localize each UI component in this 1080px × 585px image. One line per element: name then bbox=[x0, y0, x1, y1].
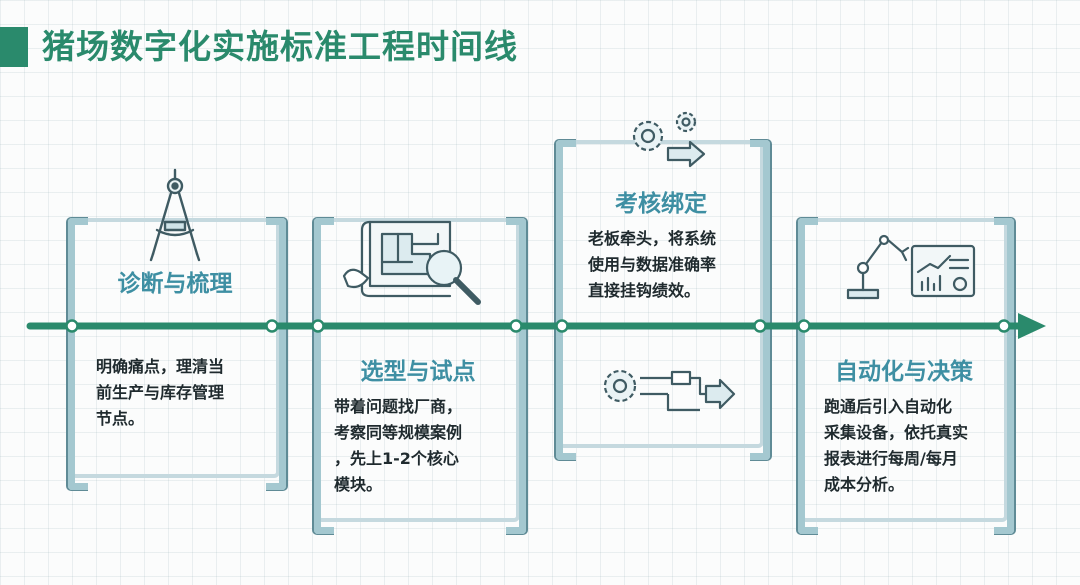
title-accent-bar bbox=[0, 27, 28, 67]
stage-4-description-line: 跑通后引入自动化 bbox=[824, 397, 953, 416]
gear-flow-icon bbox=[603, 369, 736, 412]
stage-4-description-line: 成本分析。 bbox=[824, 475, 905, 494]
page-title: 猪场数字化实施标准工程时间线 bbox=[42, 27, 518, 66]
stage-4-bracket-left bbox=[798, 218, 818, 534]
stage-4-description: 跑通后引入自动化 采集设备，依托真实 报表进行每周/每月 成本分析。 bbox=[824, 394, 968, 498]
stage-4-title: 自动化与决策 bbox=[835, 359, 973, 385]
stage-3-description-line: 老板牵头，将系统 bbox=[588, 229, 717, 248]
stage-2-description-line: 模块。 bbox=[334, 475, 383, 494]
timeline-node bbox=[509, 319, 523, 333]
stage-2-description-line: 带着问题找厂商， bbox=[334, 397, 463, 416]
robot-arm-dashboard-icon bbox=[846, 234, 976, 300]
stage-1-bracket-right bbox=[266, 218, 286, 490]
stage-1-description-line: 明确痛点，理清当 bbox=[96, 357, 225, 376]
stage-2-title: 选型与试点 bbox=[360, 359, 476, 385]
stage-3-bracket-right bbox=[750, 140, 770, 460]
timeline-node bbox=[65, 319, 79, 333]
stage-3-description: 老板牵头，将系统 使用与数据准确率 直接挂钩绩效。 bbox=[588, 226, 716, 304]
timeline-node bbox=[797, 319, 811, 333]
stage-4-description-line: 报表进行每周/每月 bbox=[824, 449, 958, 468]
compass-icon bbox=[149, 168, 201, 262]
stage-1-description-line: 前生产与库存管理 bbox=[96, 383, 225, 402]
timeline-node bbox=[311, 319, 325, 333]
blueprint-magnifier-icon bbox=[342, 220, 481, 305]
stage-3-title: 考核绑定 bbox=[615, 191, 707, 217]
stage-3-bracket-left bbox=[556, 140, 576, 460]
timeline-arrow-icon bbox=[1018, 313, 1046, 339]
stage-1-description-line: 节点。 bbox=[96, 409, 145, 428]
timeline-node bbox=[555, 319, 569, 333]
stage-3-description-line: 直接挂钩绩效。 bbox=[588, 281, 701, 300]
stage-1-title: 诊断与梳理 bbox=[117, 271, 233, 297]
gears-arrow-icon bbox=[632, 111, 706, 168]
stage-2-bracket-left bbox=[314, 218, 334, 534]
timeline-node bbox=[265, 319, 279, 333]
stage-1-description: 明确痛点，理清当 前生产与库存管理 节点。 bbox=[96, 354, 224, 432]
timeline-node bbox=[753, 319, 767, 333]
stage-3-description-line: 使用与数据准确率 bbox=[588, 255, 717, 274]
stage-4-bracket-right bbox=[994, 218, 1014, 534]
stage-2-description: 带着问题找厂商， 考察同等规模案例 ，先上1-2个核心 模块。 bbox=[334, 394, 462, 498]
stage-2-bracket-right bbox=[506, 218, 526, 534]
stage-2-description-line: 考察同等规模案例 bbox=[334, 423, 463, 442]
stage-1-bracket-left bbox=[68, 218, 88, 490]
timeline-node bbox=[997, 319, 1011, 333]
stage-2-description-line: ，先上1-2个核心 bbox=[334, 449, 459, 468]
stage-4-description-line: 采集设备，依托真实 bbox=[824, 423, 969, 442]
